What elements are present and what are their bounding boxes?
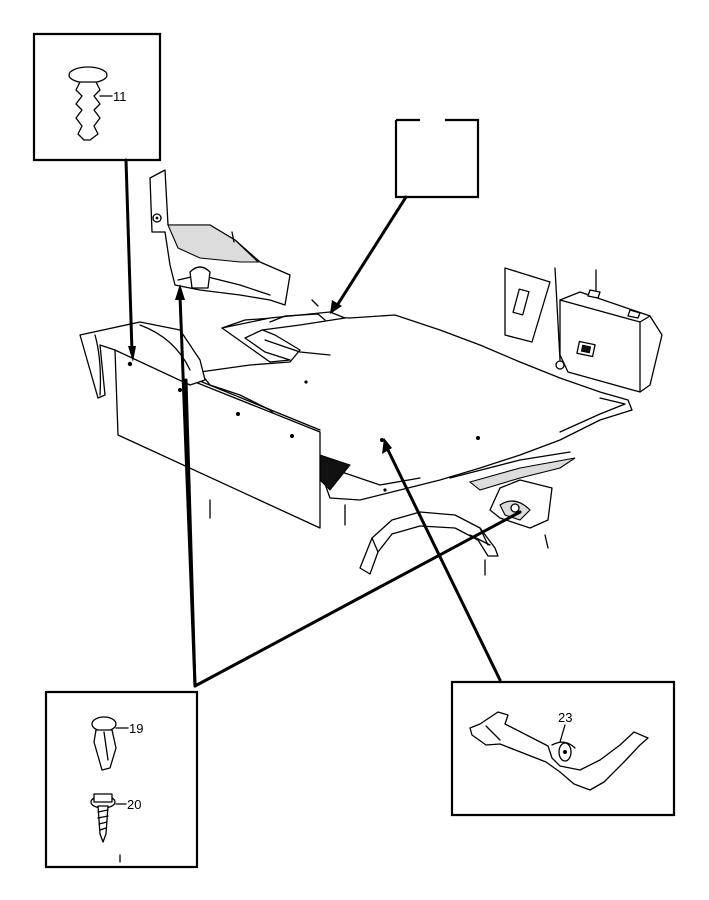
kick-panel [149,169,291,306]
rear-carpet-section [221,311,346,363]
screw-icon [90,793,116,843]
glove-box-lid [559,291,663,393]
panel-clip-hole [127,361,133,367]
callout-box-empty [394,118,480,199]
callout-label-20: 20 [127,797,141,812]
callout-box-23: 23 [450,680,676,817]
leader-lines [124,158,522,688]
callout-box-11: 11 [32,32,162,162]
left-wheelarch-trim [79,321,206,399]
push-clip-icon [68,66,108,141]
a-pillar-cover [504,267,551,343]
detail-lines [119,231,549,863]
rear-bracket [359,511,499,575]
right-trim-pieces [504,267,663,393]
callout-box-19-20: 19 20 [44,690,199,869]
callout-label-11: 11 [113,89,127,104]
seat-belt-bracket [489,479,553,529]
carpet-fastener-hole [476,436,480,440]
carpet-fastener-hole [380,438,384,442]
bracket-23-icon [469,711,649,791]
left-side-panel [114,349,321,529]
trim-clip-icon [91,716,117,771]
floor-carpet [199,314,633,501]
callout-label-23: 23 [558,710,572,725]
callout-label-19: 19 [129,721,143,736]
